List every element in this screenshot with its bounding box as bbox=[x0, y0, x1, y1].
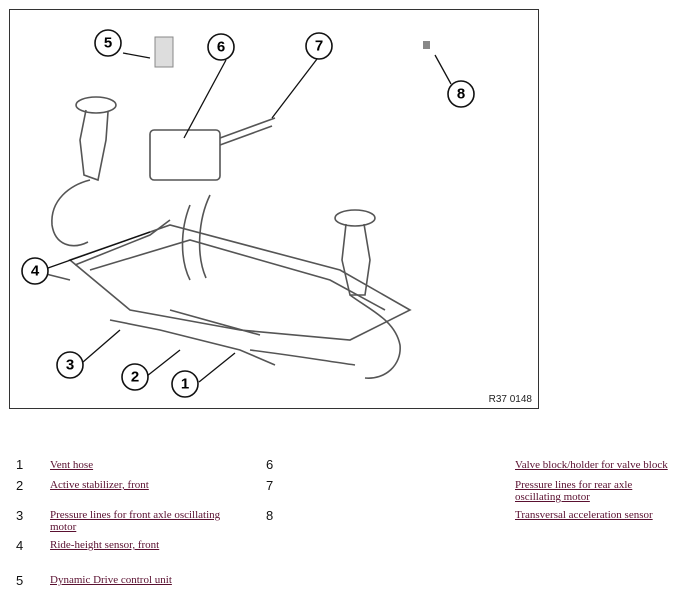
legend-number-8: 8 bbox=[266, 508, 274, 523]
legend-link-vent-hose[interactable]: Vent hose bbox=[50, 459, 94, 471]
figure-reference-code: R37 0148 bbox=[488, 394, 532, 405]
legend-number-6: 6 bbox=[266, 457, 274, 472]
legend-number-7: 7 bbox=[266, 478, 274, 493]
callout-7: 7 bbox=[315, 38, 323, 55]
legend-number-2: 2 bbox=[16, 478, 24, 493]
legend-number-1: 1 bbox=[16, 457, 24, 472]
legend-link-valve-block[interactable]: Valve block/holder for valve block bbox=[515, 459, 668, 471]
legend-link-dynamic-drive-control-unit[interactable]: Dynamic Drive control unit bbox=[50, 574, 172, 586]
callout-8: 8 bbox=[457, 86, 465, 103]
legend-link-transversal-acceleration-sensor[interactable]: Transversal acceleration sensor bbox=[515, 509, 653, 521]
legend-number-4: 4 bbox=[16, 538, 24, 553]
legend-number-5: 5 bbox=[16, 573, 24, 588]
front-axle-illustration: 1 2 3 4 5 6 7 8 bbox=[21, 29, 475, 398]
legend-link-active-stabilizer[interactable]: Active stabilizer, front bbox=[50, 479, 149, 491]
legend-link-rear-pressure-lines[interactable]: Pressure lines for rear axle oscillating… bbox=[515, 479, 633, 503]
legend-number-3: 3 bbox=[16, 508, 24, 523]
callout-6: 6 bbox=[217, 39, 225, 56]
legend-link-front-pressure-lines[interactable]: Pressure lines for front axle oscillatin… bbox=[50, 509, 221, 533]
callout-3: 3 bbox=[66, 357, 74, 374]
callout-2: 2 bbox=[131, 369, 139, 386]
callout-1: 1 bbox=[181, 376, 189, 393]
callout-4: 4 bbox=[31, 263, 40, 280]
legend-link-ride-height-sensor[interactable]: Ride-height sensor, front bbox=[50, 539, 160, 551]
diagram-figure: 1 2 3 4 5 6 7 8 R37 0148 bbox=[9, 9, 539, 409]
callout-5: 5 bbox=[104, 35, 112, 52]
